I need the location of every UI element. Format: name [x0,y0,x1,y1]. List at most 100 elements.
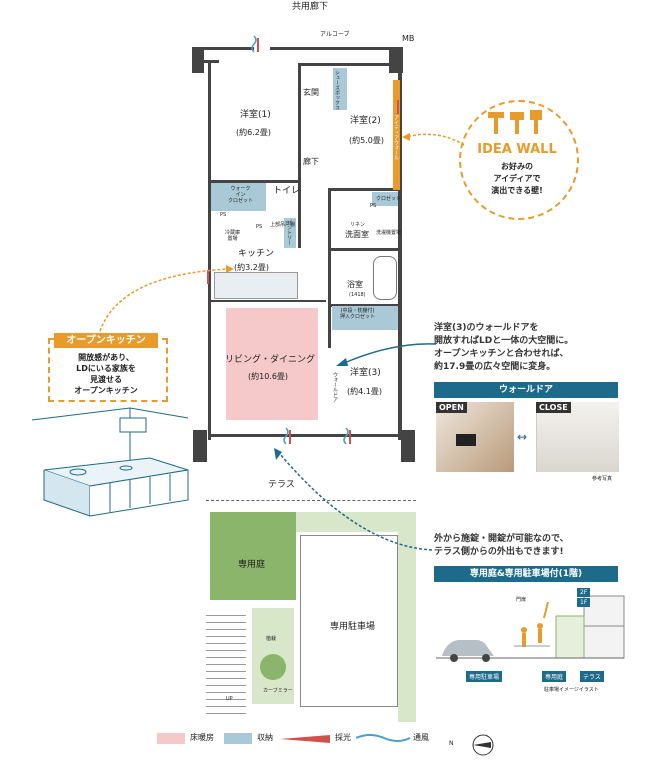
legend-floor-heat: 床暖房 [190,733,214,742]
room-western1-size: (約6.2畳) [236,128,271,137]
curve-mirror-label: カーブミラー [263,688,293,694]
floor-heating-area [226,308,318,420]
compass-icon [472,734,494,756]
terrace-connector [274,448,433,551]
bathtub [373,256,397,300]
photo-close-label: CLOSE [536,402,571,413]
legend-wind: 通風 [413,733,429,742]
photo-open-tv [456,434,476,446]
stairs [206,610,246,720]
tree [260,654,286,680]
wall-door-desc3: オープンキッチンと合わせれば、 [434,349,569,359]
corner-pillar [192,47,204,73]
closet [372,192,398,206]
idea-wall-vertical-label: アイディアウォール [393,115,399,160]
parking-label: 専用駐車場 [330,622,376,632]
terrace-tag: テラス [580,671,604,682]
open-kitchen-title: オープンキッチン [54,333,158,348]
wall [331,304,401,307]
wall [298,63,390,66]
walk-in-closet-label: ウォーク イン クロゼット [228,186,254,204]
parking-tag: 専用駐車場 [466,671,503,682]
idea-wall-title: IDEA WALL [477,142,557,157]
garden-strip [296,512,416,532]
legend-storage-swatch [224,733,252,744]
light-marker [207,38,399,444]
open-kitchen-desc2: LDにいる家族を [76,364,136,373]
room-western2-size: (約5.0畳) [349,136,384,145]
room-living-size: (約10.6畳) [248,372,289,381]
idea-wall-line1: お好みの [501,162,533,171]
shoe-box [333,68,347,110]
garden-tag: 専用庭 [542,671,567,682]
room-bath-size: (1418) [349,292,366,298]
mb-label: MB [402,34,415,43]
wall [328,188,331,348]
wall [298,63,301,188]
room-hallway: 廊下 [303,157,319,166]
open-kitchen-desc3: 見渡せる [90,375,122,384]
wall-door-desc2: 開放すればLDと一体の大空間に。 [434,336,574,346]
wall [208,434,401,437]
pantry [284,218,296,248]
wall [208,60,211,440]
wind-marker [251,35,349,445]
floor-2f-tag: 2F [577,588,591,597]
upper-cabinet-label: 上部吊戸棚 [270,222,296,228]
room-toilet: トイレ [273,186,301,196]
room-western3-size: (約4.1畳) [347,387,382,396]
washer-label: 洗濯機置場 [376,230,402,236]
terrace-fence [206,500,416,502]
shoe-box-label: シューズボックス [334,70,340,110]
wall [298,188,301,248]
open-kitchen-connector [99,265,234,332]
room-living-name: リビング・ダイニング [225,355,316,365]
window-markers [207,35,399,445]
idea-wall-line3: 演出できる壁! [491,186,543,195]
room-western1-name: 洋室(1) [240,110,271,120]
wall-door-connector [336,343,437,366]
ps-label-1: PS [220,212,227,218]
corner-pillar [401,430,415,462]
ps-label-3: PS [370,203,377,209]
wall [328,188,400,191]
fridge-label: 冷蔵庫 置場 [225,230,241,242]
room-western2-name: 洋室(2) [350,116,381,126]
legend-storage: 収納 [257,733,273,742]
parking-panel-title: 専用庭&専用駐車場付(1階) [434,566,618,582]
reference-photo-label: 参考写真 [592,476,613,482]
room-bath-name: 浴室 [347,280,363,289]
parking-area [300,535,398,707]
garden-strip [398,532,416,722]
linen-label: リネン [350,222,366,228]
compass-north-label: N [449,740,454,747]
garden-area [210,512,296,600]
corner-pillar [389,47,403,73]
room-entrance: 玄関 [303,88,319,97]
legend-light-icon [280,735,330,743]
stairs-up-label: UP [226,696,233,702]
closet-label: クロゼット [376,196,402,202]
parking-illustration [436,595,625,662]
wall-door-vertical-label: ウォールドア [332,372,338,402]
oshiire-closet [332,306,398,330]
parking-gate-label: 門扉 [516,597,527,603]
alcove-label: アルコーブ [320,31,350,38]
open-kitchen-desc1: 開放感があり、 [78,353,134,362]
wall-door-desc4: 約17.9畳の広々空間に変身。 [434,362,556,372]
wall [208,180,300,183]
kitchen-counter [214,272,298,299]
wall-door-panel-title: ウォールドア [434,382,618,398]
idea-wall-line2: アイディアで [493,174,541,183]
wall [398,70,402,440]
kitchen-illustration [31,407,189,517]
room-western3-name: 洋室(3) [350,368,381,378]
double-arrow-icon: ↔ [517,430,528,444]
wall [204,47,254,50]
idea-wall-connector [402,133,465,146]
terrace-label: テラス [268,480,295,490]
planting-label: 植栽 [266,636,277,642]
room-kitchen-size: (約3.2畳) [234,263,269,272]
idea-wall-stripe [393,80,400,190]
legend-wind-icon [356,734,411,742]
